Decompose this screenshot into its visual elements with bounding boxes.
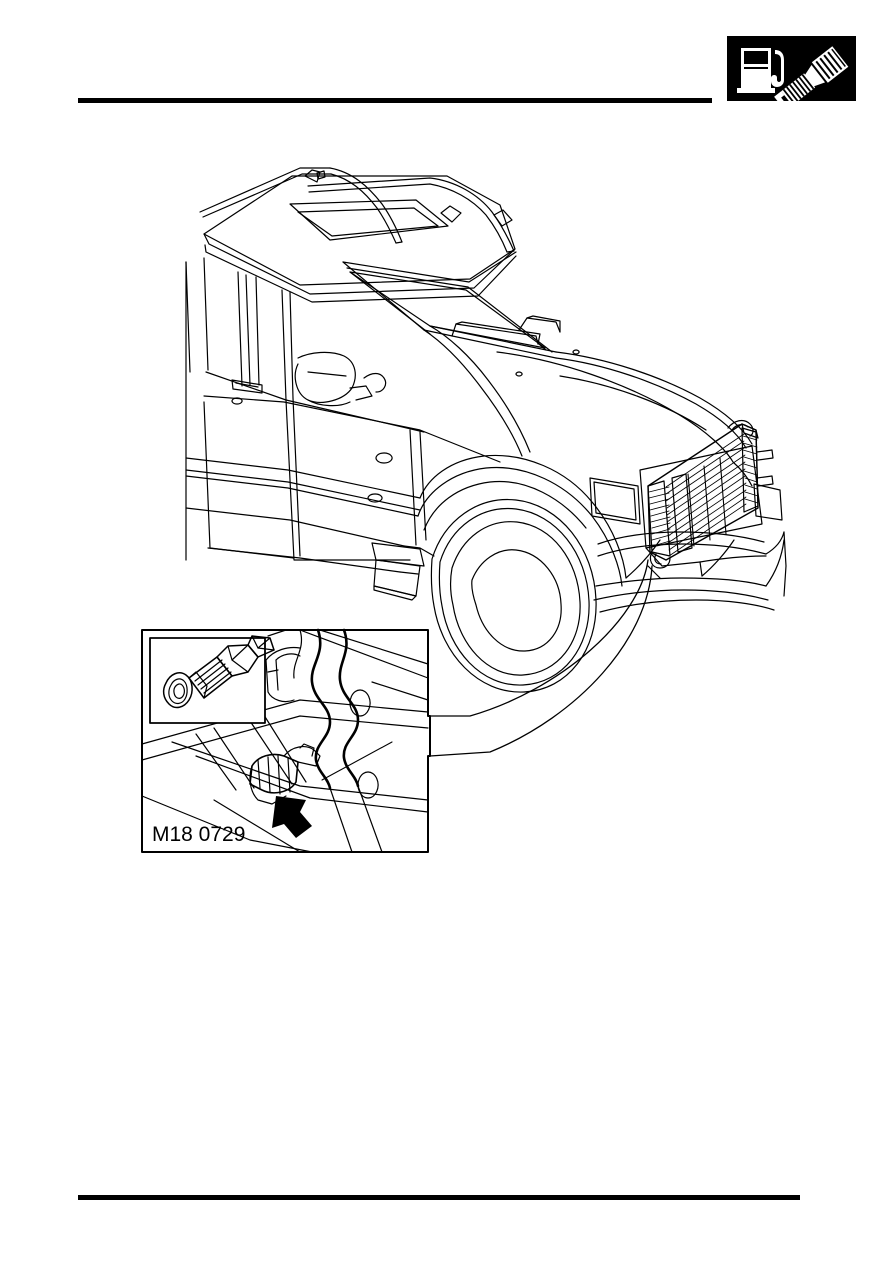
header-rule <box>78 98 712 103</box>
section-icon-box <box>727 36 856 101</box>
lower-bumper-detail <box>645 547 767 579</box>
radiator-intercooler <box>647 419 774 569</box>
headlamp-right <box>753 483 783 521</box>
bonnet <box>423 325 753 487</box>
detail-inset: M18 0729 <box>141 628 431 853</box>
windscreen-wipers <box>451 315 561 351</box>
sealing-washer <box>162 672 193 709</box>
footer-rule <box>78 1195 800 1200</box>
door-mirror <box>294 351 387 407</box>
inset-scene <box>141 628 429 853</box>
temperature-sensor <box>188 635 275 699</box>
vehicle-drawing <box>185 167 787 693</box>
headlamp-left <box>589 477 641 525</box>
spark-plug-icon <box>774 46 849 101</box>
leader-lines <box>429 559 653 757</box>
body-side <box>185 261 501 573</box>
figure-caption-code: M18 0729 <box>152 823 245 846</box>
windscreen-and-pillars <box>185 251 557 401</box>
fuel-pump-icon <box>737 48 784 93</box>
front-wheel <box>430 498 597 693</box>
front-wing-and-arch <box>399 454 627 587</box>
component-sub-inset <box>149 635 275 724</box>
roof-assembly <box>199 167 517 303</box>
front-bumper <box>593 531 787 613</box>
front-mud-flap <box>371 542 425 601</box>
location-arrow <box>272 796 312 838</box>
fitted-sensor <box>249 743 321 805</box>
